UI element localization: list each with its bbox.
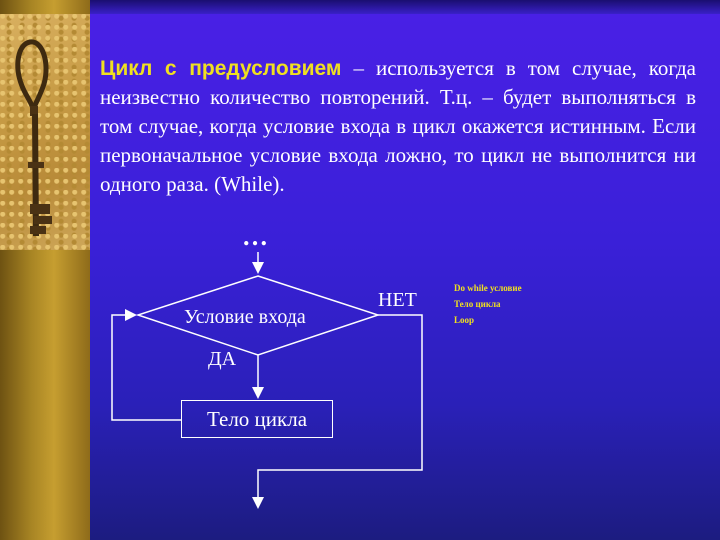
code-line: Do while условие [454, 283, 522, 293]
loop-body-box: Тело цикла [181, 400, 333, 438]
top-bar [90, 0, 720, 14]
key-image [0, 14, 90, 250]
code-line: Loop [454, 315, 475, 325]
condition-label: Условие входа [184, 306, 306, 328]
key-icon [15, 39, 52, 237]
ellipsis: … [242, 222, 269, 251]
yes-label: ДА [208, 348, 237, 370]
loop-back-arrow [111, 309, 181, 421]
code-line: Тело цикла [454, 299, 501, 309]
term-heading: Цикл с предусловием [100, 57, 342, 80]
code-snippet: Do while условие Тело цикла Loop [454, 280, 522, 328]
no-label: НЕТ [378, 289, 417, 311]
description-paragraph: Цикл с предусловием – используется в том… [100, 54, 696, 199]
description-text: – используется в том случае, когда неизв… [100, 56, 697, 196]
